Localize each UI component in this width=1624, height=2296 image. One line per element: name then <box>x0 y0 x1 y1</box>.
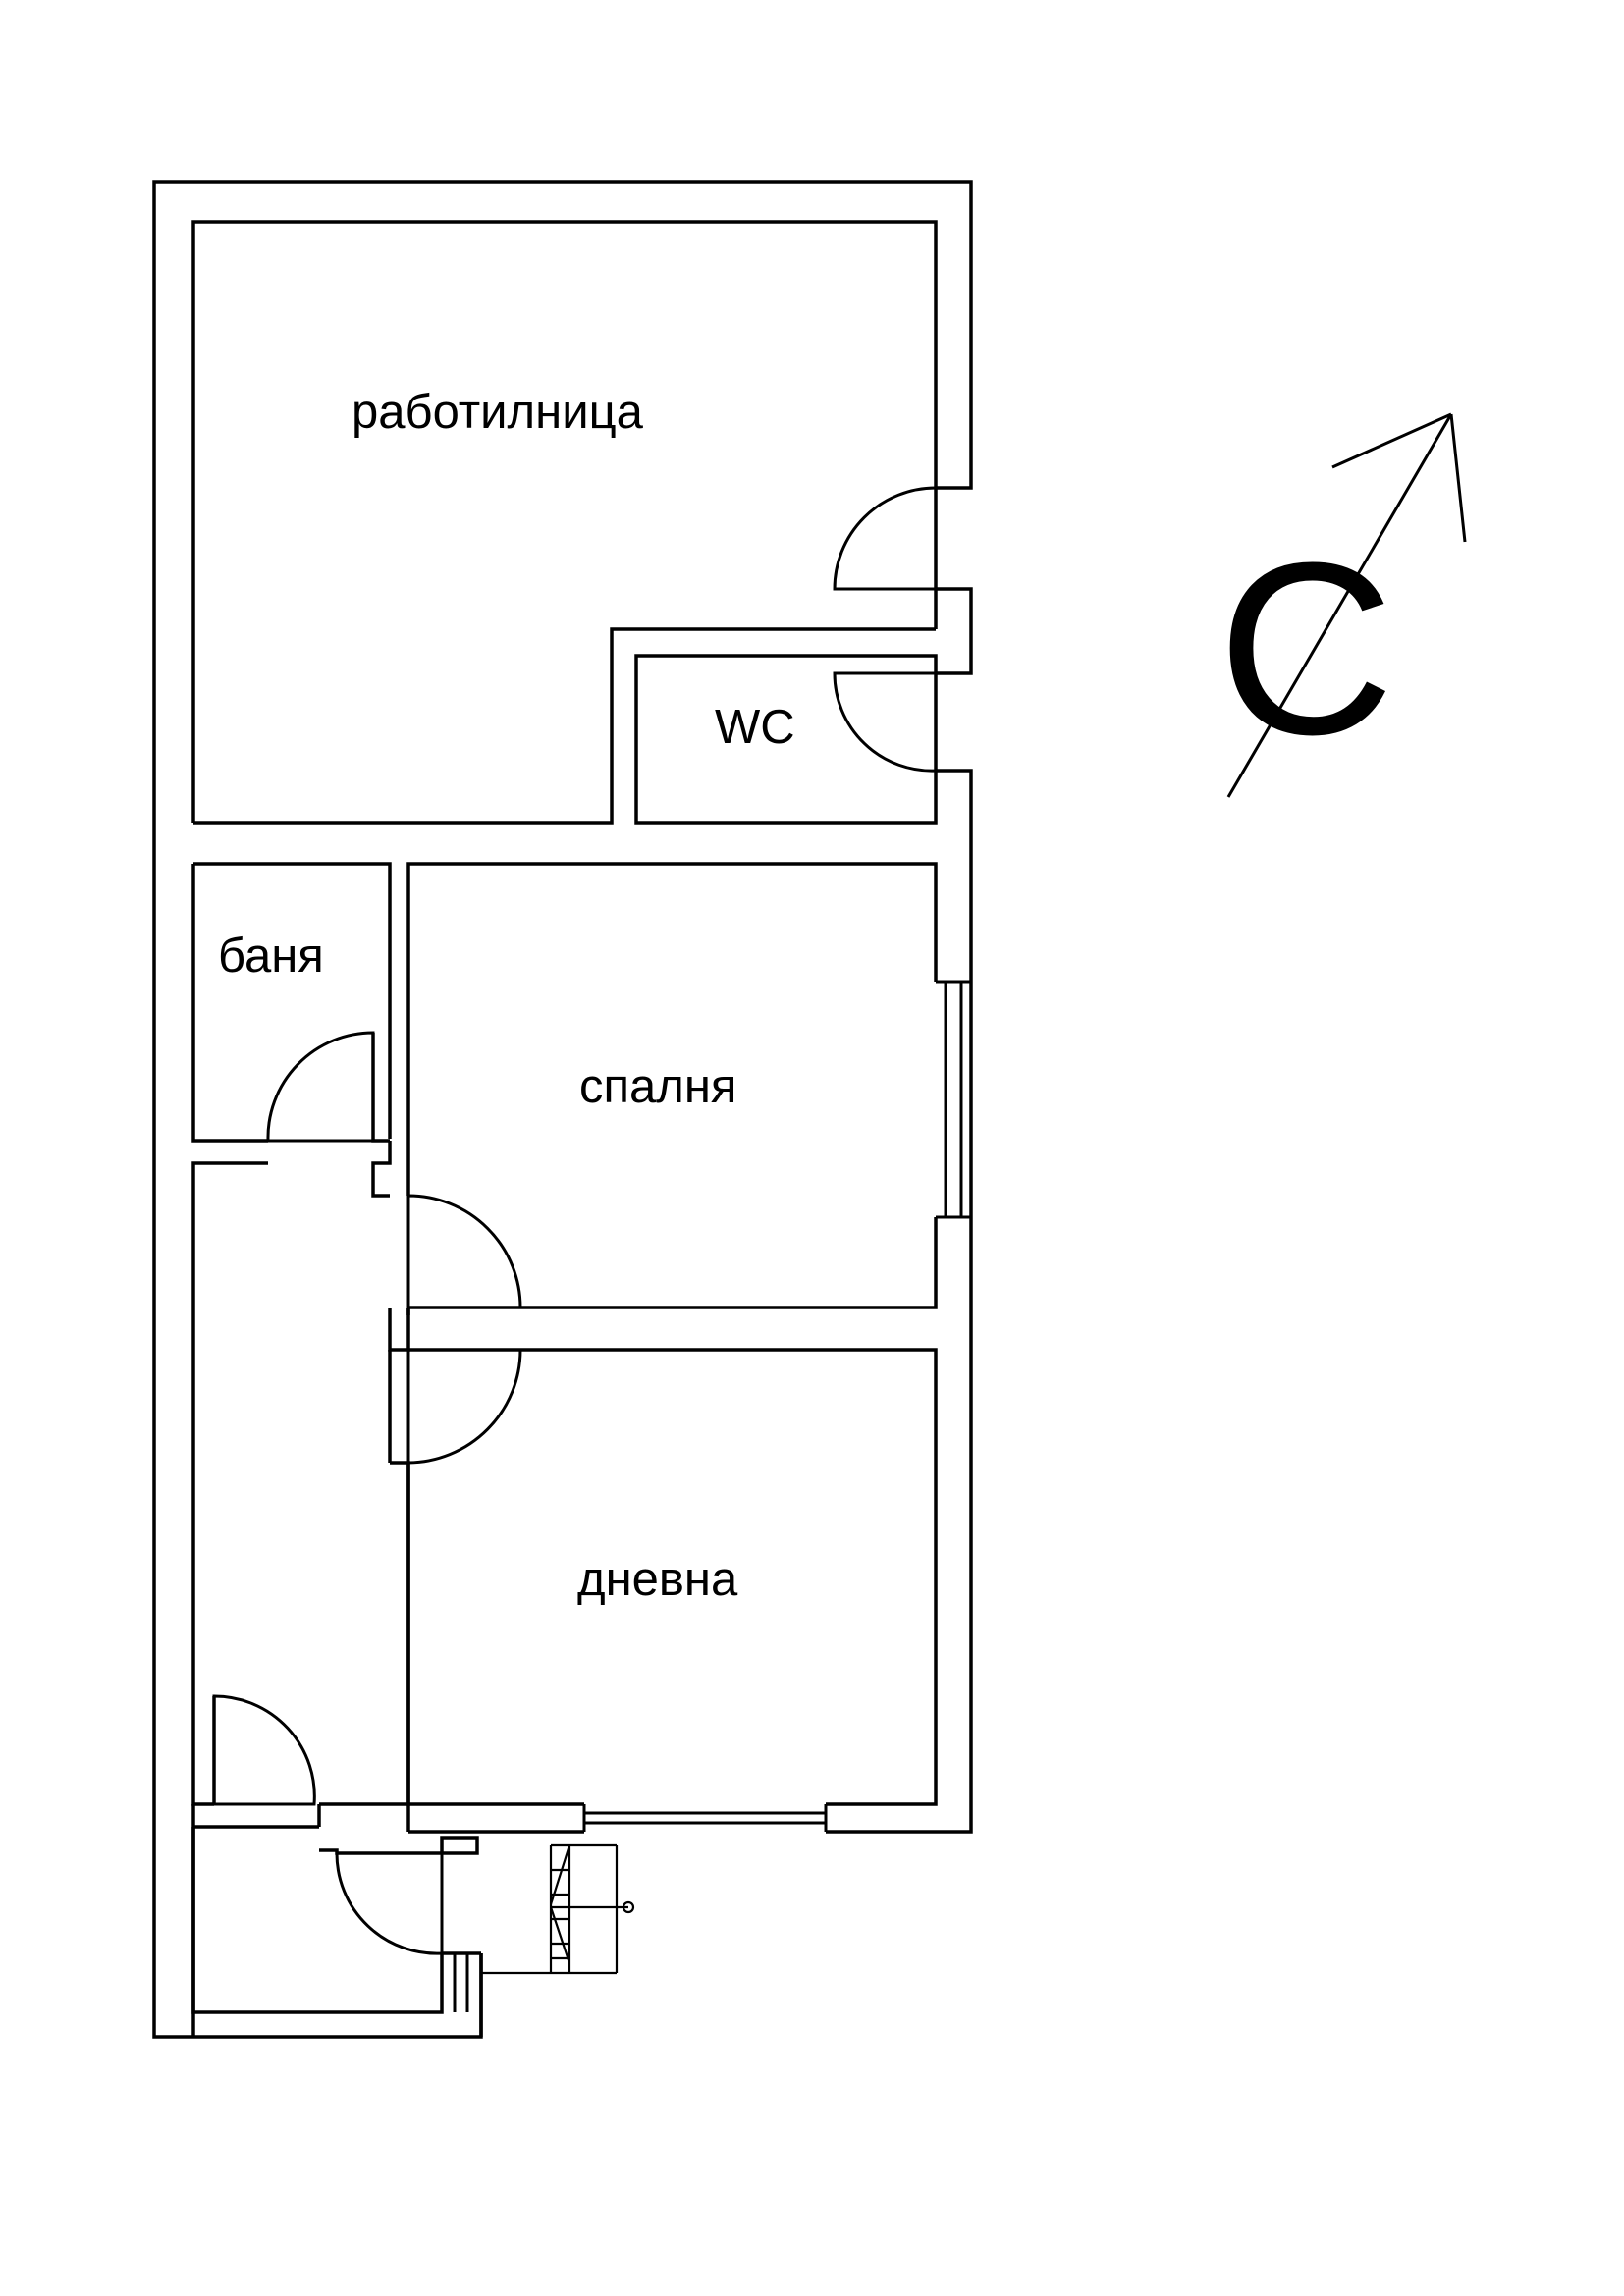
outer-walls <box>152 180 973 2039</box>
label-living-room: дневна <box>577 1553 738 1606</box>
north-arrow-icon: С <box>1218 412 1467 798</box>
stairs <box>481 1843 635 1975</box>
north-letter: С <box>1218 511 1395 785</box>
label-bedroom: спалня <box>579 1060 736 1113</box>
door-wc <box>833 671 938 773</box>
door-living <box>406 1348 522 1465</box>
label-workshop: работилница <box>352 386 644 439</box>
door-front <box>335 1851 444 1955</box>
label-bathroom: баня <box>218 930 324 983</box>
label-wc: WC <box>715 701 795 754</box>
door-workshop <box>833 486 938 591</box>
room-bathroom <box>191 862 392 1143</box>
door-bathroom <box>266 1031 375 1143</box>
room-workshop <box>191 220 938 825</box>
window-entrance <box>440 1953 469 2012</box>
room-wc <box>634 654 938 825</box>
door-hall-entry <box>212 1694 316 1806</box>
window-living <box>406 1804 828 1834</box>
hallway-walls <box>191 1141 410 2037</box>
window-bedroom <box>936 980 971 1219</box>
door-bedroom <box>406 1194 522 1309</box>
